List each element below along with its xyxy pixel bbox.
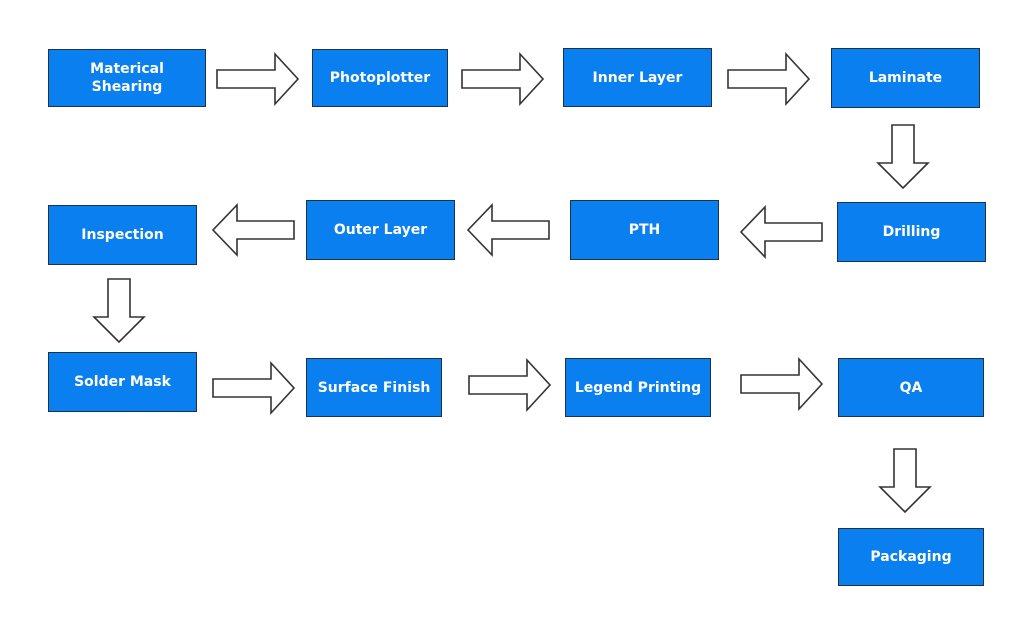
step-legend-printing: Legend Printing [565, 358, 711, 417]
arrow-right-icon [461, 51, 545, 107]
step-packaging-label: Packaging [870, 549, 952, 565]
step-material-shearing: Materical Shearing [48, 49, 206, 107]
step-pth-label: PTH [628, 222, 661, 238]
arrow-left-icon [211, 203, 295, 257]
step-legend-printing-label: Legend Printing [574, 379, 702, 396]
arrow-right-icon [727, 51, 811, 107]
step-qa: QA [838, 358, 984, 417]
step-laminate-label: Laminate [868, 70, 943, 86]
step-drilling-label: Drilling [882, 224, 941, 240]
step-surface-finish-label: Surface Finish [317, 379, 431, 396]
step-pth: PTH [570, 200, 719, 260]
step-inspection-label: Inspection [81, 227, 164, 243]
arrow-right-icon [216, 51, 300, 107]
step-photoplotter-label: Photoplotter [329, 70, 431, 86]
arrow-down-icon [878, 448, 932, 514]
step-qa-label: QA [899, 379, 923, 396]
arrow-right-icon [468, 357, 552, 413]
step-outer-layer: Outer Layer [306, 200, 455, 260]
arrow-left-icon [466, 203, 550, 257]
arrow-right-icon [740, 356, 824, 412]
arrow-down-icon [876, 124, 930, 190]
step-outer-layer-label: Outer Layer [333, 222, 428, 238]
step-photoplotter: Photoplotter [312, 49, 448, 107]
step-laminate: Laminate [831, 48, 980, 108]
arrow-left-icon [739, 205, 823, 259]
step-drilling: Drilling [837, 202, 986, 262]
step-solder-mask-label: Solder Mask [74, 374, 171, 390]
arrow-down-icon [92, 278, 146, 344]
step-solder-mask: Solder Mask [48, 352, 197, 412]
step-inspection: Inspection [48, 205, 197, 265]
step-inner-layer: Inner Layer [563, 48, 712, 107]
step-surface-finish: Surface Finish [306, 358, 442, 417]
step-packaging: Packaging [838, 528, 984, 586]
step-inner-layer-label: Inner Layer [592, 69, 683, 86]
step-material-shearing-label: Materical Shearing [90, 61, 164, 95]
arrow-right-icon [212, 360, 296, 416]
